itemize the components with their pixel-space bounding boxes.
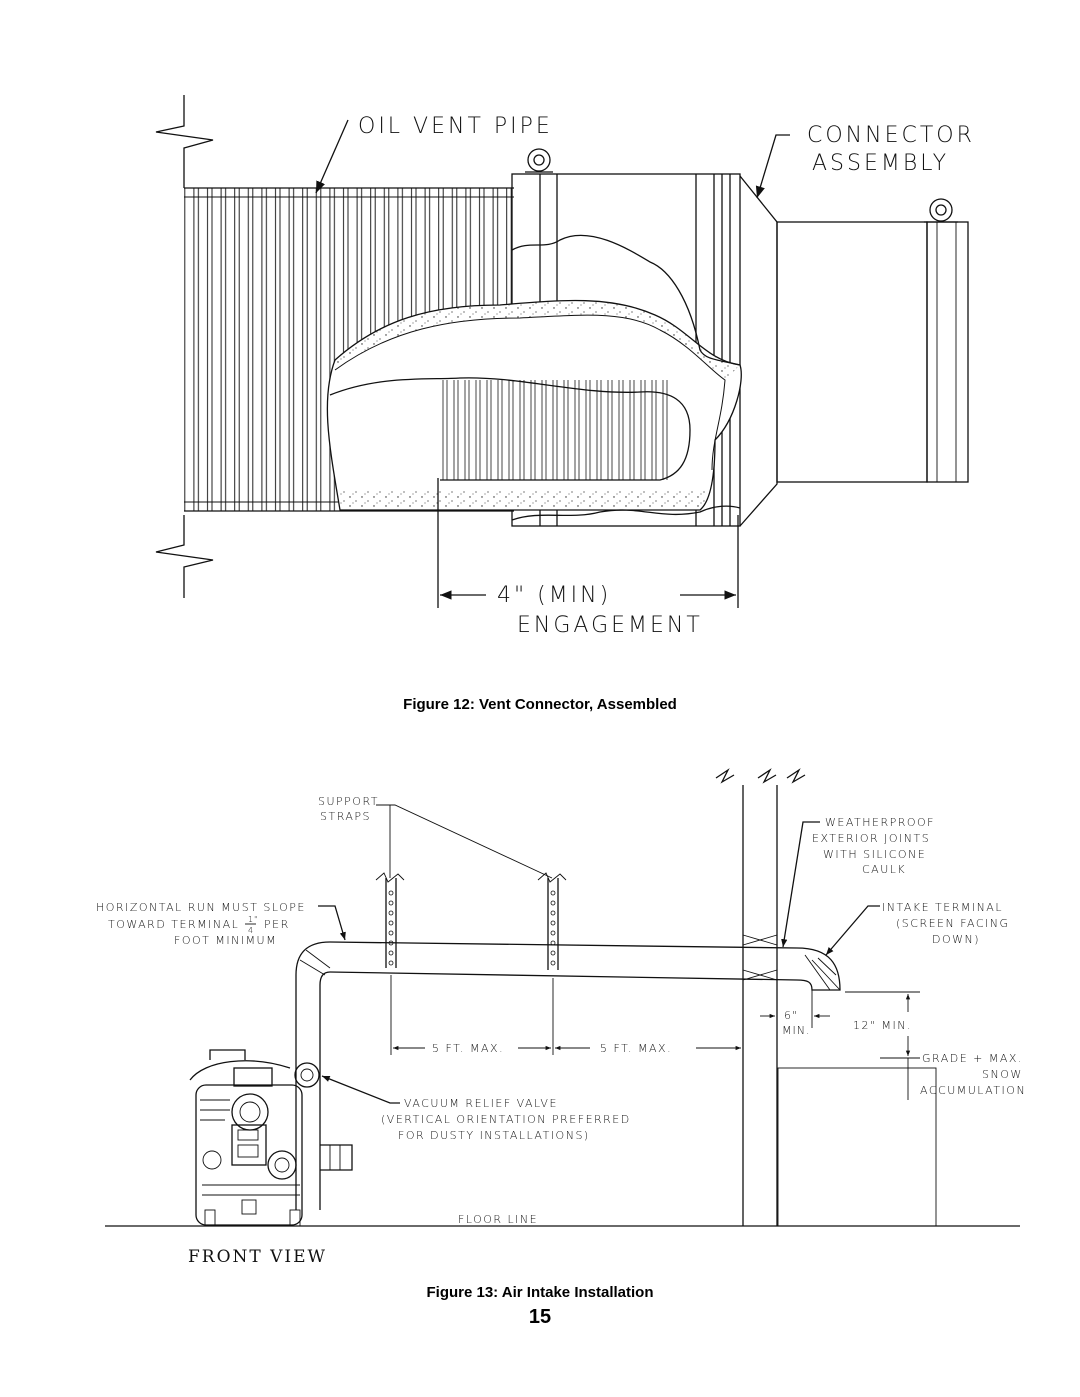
label-engagement: ENGAGEMENT xyxy=(517,613,703,638)
figure-12-caption: Figure 12: Vent Connector, Assembled xyxy=(403,696,677,713)
furnace-unit xyxy=(189,1049,303,1227)
label-5ft-2: 5 FT. MAX. xyxy=(600,1042,672,1055)
engagement-dimension xyxy=(437,478,739,608)
label-vacuum-relief: VACUUM RELIEF VALVE xyxy=(404,1097,558,1110)
label-foot-minimum: FOOT MINIMUM xyxy=(174,934,277,947)
leader-oil-vent-pipe xyxy=(315,119,349,194)
label-screen-facing: (SCREEN FACING xyxy=(896,917,1010,930)
label-intake-terminal: INTAKE TERMINAL xyxy=(882,901,1003,914)
leader-vacuum-relief xyxy=(321,1075,400,1104)
label-floor-line: FLOOR LINE xyxy=(458,1213,538,1226)
figure-13-air-intake: SUPPORT STRAPS WEATHERPROOF EXTERIOR JOI… xyxy=(96,768,1026,1267)
break-line-top xyxy=(155,95,214,188)
exterior-wall xyxy=(715,768,937,1227)
break-line-bottom xyxy=(155,515,214,598)
label-6in: 6" xyxy=(784,1009,798,1022)
label-vertical-orientation: (VERTICAL ORIENTATION PREFERRED xyxy=(381,1113,631,1126)
support-straps xyxy=(375,872,567,970)
label-oil-vent-pipe: OIL VENT PIPE xyxy=(358,114,553,139)
leader-connector xyxy=(755,134,790,199)
label-toward-terminal: TOWARD TERMINAL xyxy=(108,918,239,931)
page-number: 15 xyxy=(528,1306,552,1328)
label-6in-min: MIN. xyxy=(782,1024,810,1037)
label-straps: STRAPS xyxy=(320,810,371,823)
label-5ft-1: 5 FT. MAX. xyxy=(432,1042,504,1055)
label-caulk: CAULK xyxy=(862,863,906,876)
label-4in-min: 4" (MIN) xyxy=(497,583,611,608)
intake-pipe xyxy=(294,941,841,1210)
label-down: DOWN) xyxy=(932,933,980,946)
grade-brick xyxy=(777,1067,937,1227)
label-with-silicone: WITH SILICONE xyxy=(823,848,926,861)
leader-straps xyxy=(376,804,553,879)
label-snow: SNOW xyxy=(982,1068,1023,1081)
label-horizontal-run: HORIZONTAL RUN MUST SLOPE xyxy=(96,901,306,914)
label-weatherproof: WEATHERPROOF xyxy=(825,816,935,829)
slope-fraction-unit: " xyxy=(254,915,258,924)
label-accumulation: ACCUMULATION xyxy=(920,1084,1026,1097)
label-per: PER xyxy=(264,918,290,931)
figure-13-caption: Figure 13: Air Intake Installation xyxy=(426,1284,654,1301)
label-grade: GRADE + MAX. xyxy=(922,1052,1023,1065)
label-12in-min: 12" MIN. xyxy=(853,1019,912,1032)
label-front-view: FRONT VIEW xyxy=(188,1247,327,1267)
cutaway-sealant xyxy=(326,234,742,521)
dimension-6in xyxy=(760,990,830,1028)
leader-weatherproof xyxy=(781,821,820,948)
leader-horizontal-run xyxy=(318,905,346,941)
label-connector: CONNECTOR xyxy=(807,123,975,148)
figure-12-vent-connector: OIL VENT PIPE CONNECTOR ASSEMBLY 4" (MIN… xyxy=(155,95,975,638)
label-dusty: FOR DUSTY INSTALLATIONS) xyxy=(398,1129,590,1142)
label-assembly: ASSEMBLY xyxy=(812,151,949,176)
dimension-5ft xyxy=(390,975,741,1055)
label-exterior-joints: EXTERIOR JOINTS xyxy=(812,832,930,845)
dimension-12in xyxy=(845,991,920,1100)
slope-fraction-den: 4 xyxy=(248,926,253,935)
slope-fraction-num: 1 xyxy=(248,915,253,924)
label-support: SUPPORT xyxy=(318,795,379,808)
leader-intake-terminal xyxy=(825,905,880,956)
